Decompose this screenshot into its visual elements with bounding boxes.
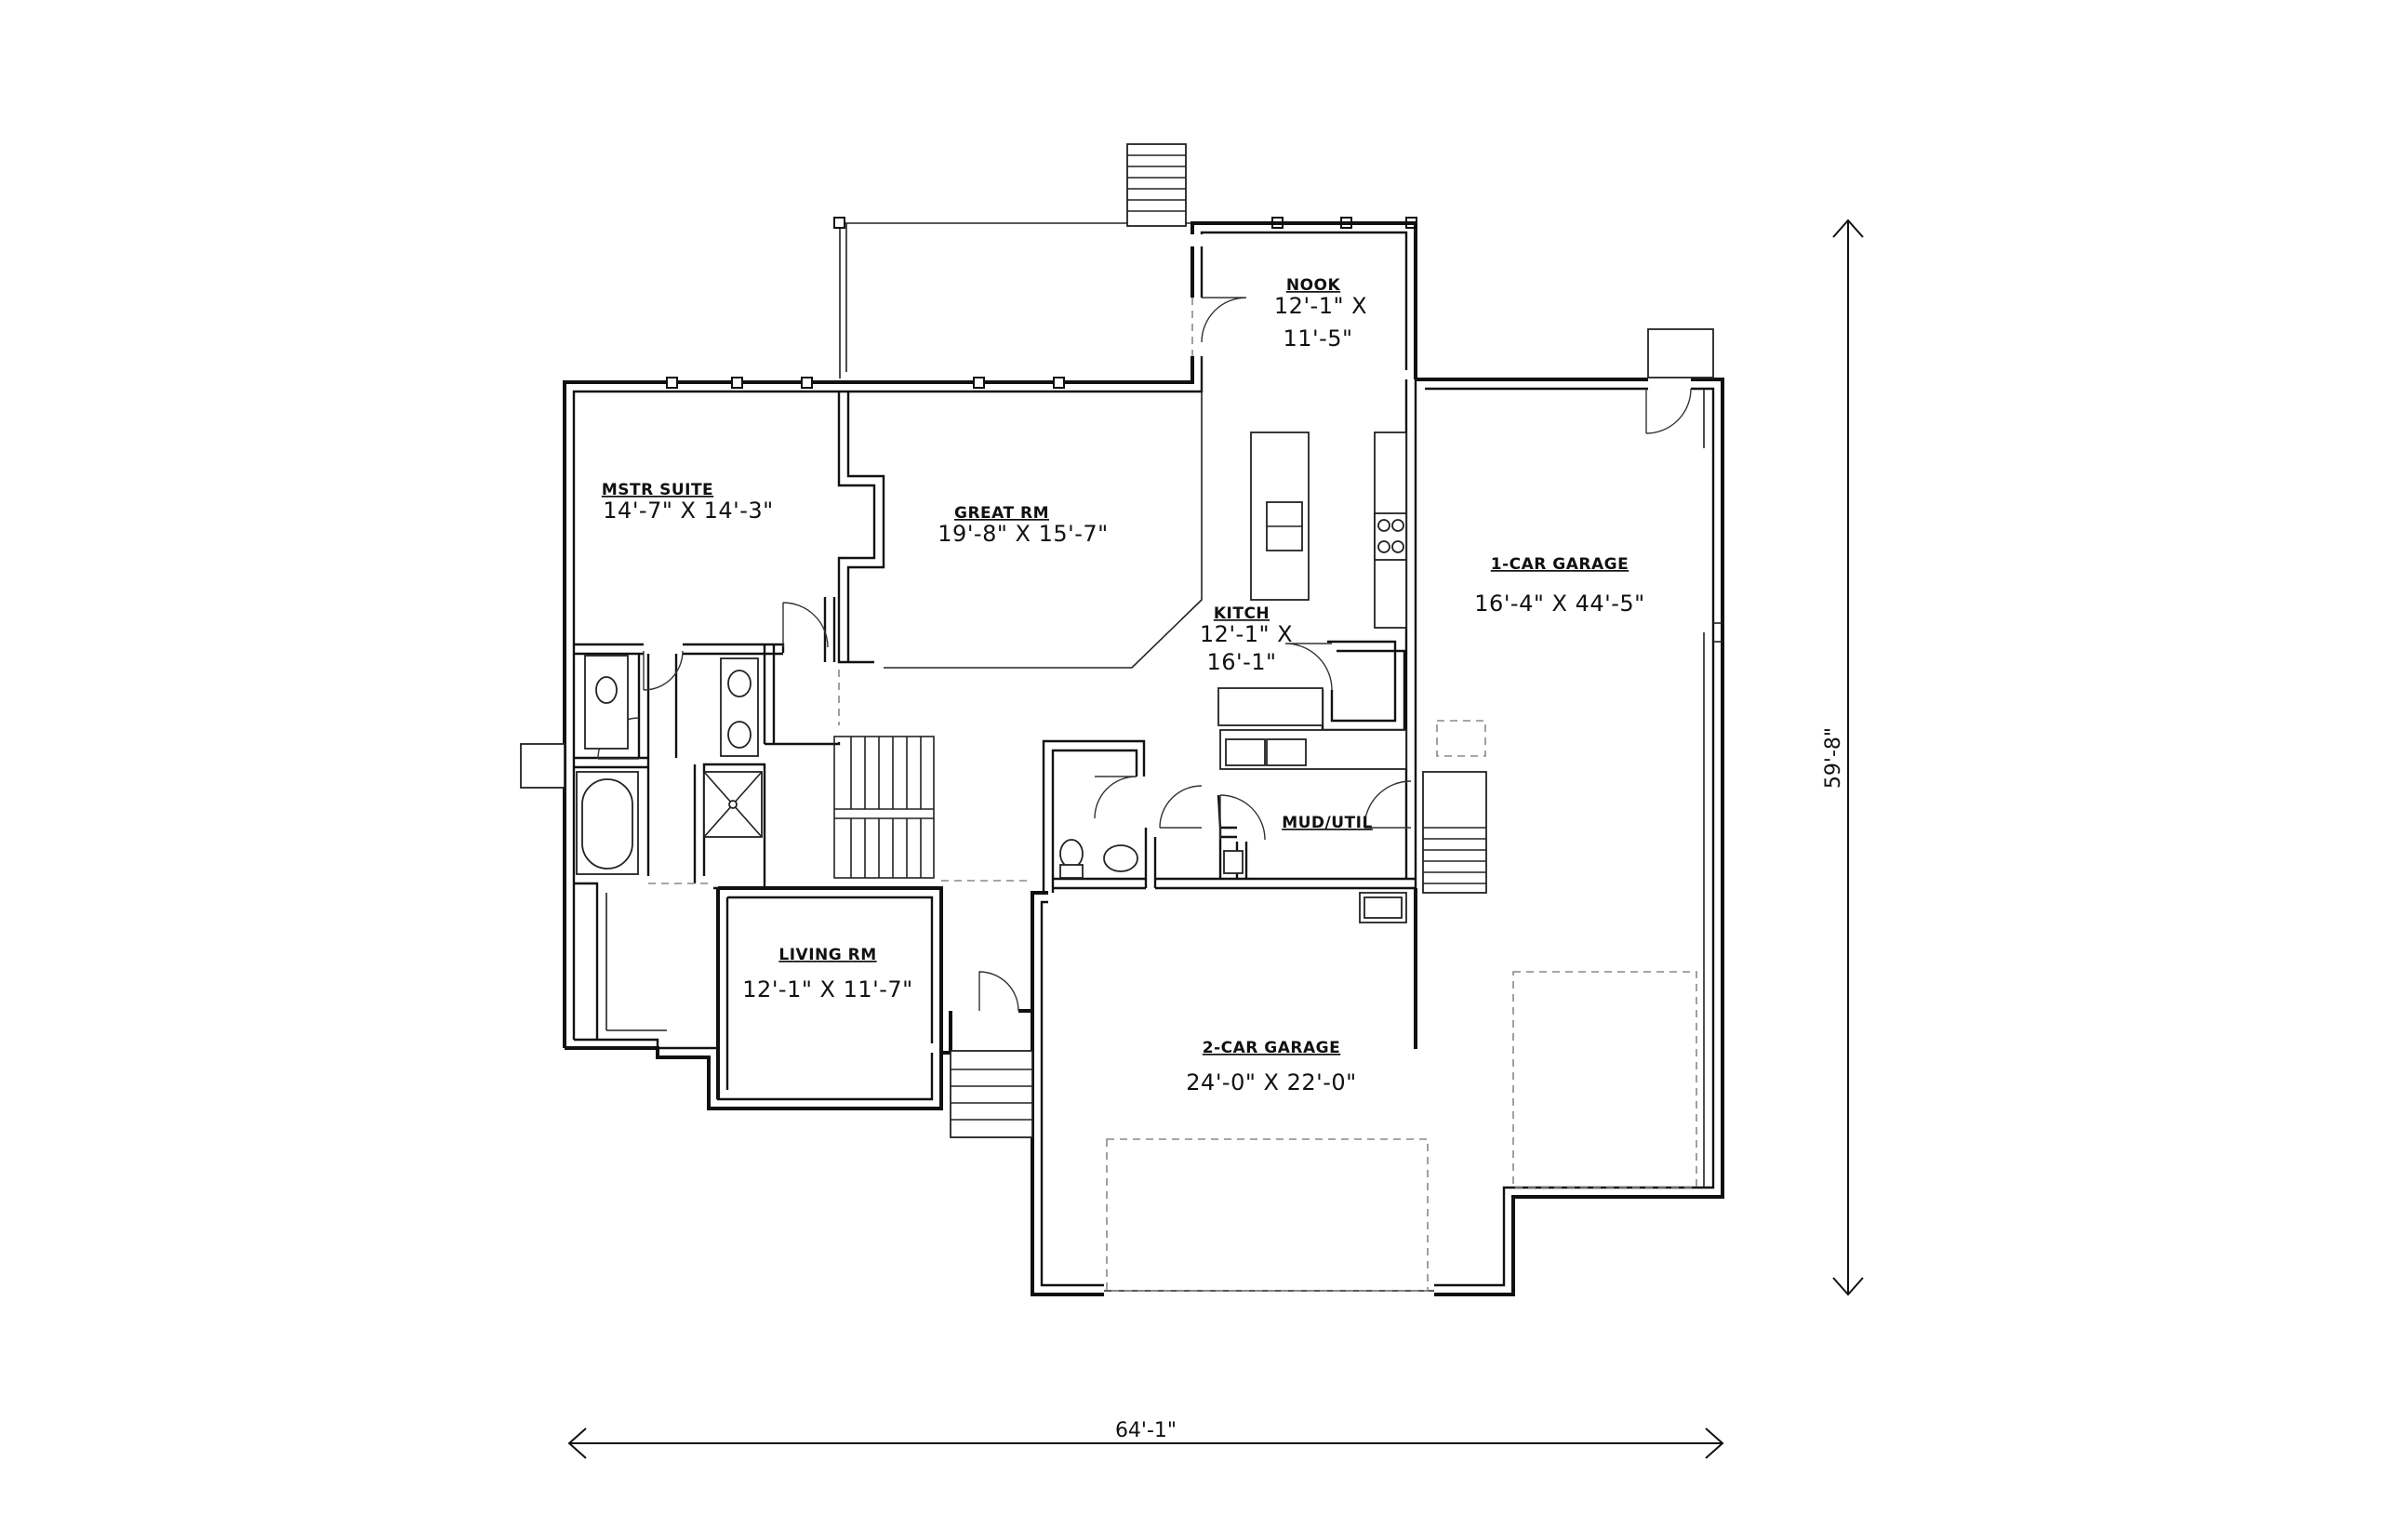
front-steps [950,1050,1033,1138]
hidden-lines [648,298,1697,1292]
room-name-mstr-suite: MSTR SUITE [602,481,713,499]
room-labels: MSTR SUITE 14'-7" X 14'-3" GREAT RM 19'-… [602,276,1644,1095]
room-name-kitch: KITCH [1214,604,1270,623]
room-name-great-rm: GREAT RM [954,504,1049,523]
fixtures [520,377,1407,923]
dimension-width: 64'-1" [567,1419,1724,1459]
room-name-nook: NOOK [1286,276,1341,295]
garage-steps [1422,771,1487,894]
overall-depth-label: 59'-8" [1822,727,1845,789]
room-size-1-car-garage: 16'-4" X 44'-5" [1474,591,1644,617]
room-name-mud-util: MUD/UTIL [1282,814,1373,832]
room-size-living-rm: 12'-1" X 11'-7" [742,976,912,1002]
room-size-2-car-garage: 24'-0" X 22'-0" [1186,1069,1356,1095]
room-size-mstr-suite: 14'-7" X 14'-3" [603,498,773,524]
room-name-1-car-garage: 1-CAR GARAGE [1491,555,1629,574]
room-size-nook-2: 11'-5" [1283,325,1352,352]
overall-width-label: 64'-1" [1115,1419,1177,1442]
interior-walls [574,356,1417,1049]
interior-stairs [833,736,935,879]
room-name-2-car-garage: 2-CAR GARAGE [1203,1039,1340,1057]
rear-steps [1126,143,1187,227]
dimension-depth: 59'-8" [1822,219,1864,1296]
doors [597,297,1714,1012]
room-name-living-rm: LIVING RM [778,946,876,964]
room-size-kitch-2: 16'-1" [1206,649,1276,675]
room-size-kitch-1: 12'-1" X [1200,621,1293,647]
room-size-great-rm: 19'-8" X 15'-7" [938,521,1108,547]
room-size-nook-1: 12'-1" X [1274,293,1367,319]
